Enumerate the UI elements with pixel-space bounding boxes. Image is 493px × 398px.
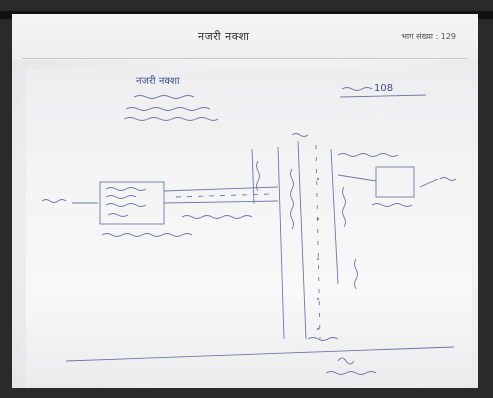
sketch-drawing [41, 87, 457, 375]
road-edge-top [163, 186, 279, 192]
road-label [181, 215, 253, 219]
page: नजरी नक्शा भाग संख्या : 129 नजरी नक्शा 1… [12, 14, 478, 388]
site-sketch: नजरी नक्शा 108 [26, 69, 472, 387]
plot-scribble [107, 213, 129, 217]
lane-scribble [290, 168, 294, 230]
lane-line [251, 148, 255, 205]
lane-line [297, 140, 307, 340]
plot-scribble [105, 203, 147, 207]
lane-line [315, 144, 321, 340]
lane-line [330, 148, 339, 285]
lane-scribble [354, 258, 358, 290]
plot-scribble [105, 187, 147, 191]
top-lane-label [291, 133, 309, 137]
lane-dot [316, 297, 320, 301]
plot-scribble [105, 195, 137, 199]
baseline-road [65, 346, 455, 362]
ref-underline [339, 94, 427, 98]
sketch-ref-number: 108 [374, 83, 394, 94]
road-divider [175, 193, 273, 198]
lane-line [277, 146, 285, 340]
sketch-title: नजरी नक्शा [136, 76, 180, 87]
plot-box [99, 181, 165, 225]
page-header: नजरी नक्शा भाग संख्या : 129 [12, 14, 478, 60]
subtitle-scribble [125, 107, 211, 111]
subtitle-scribble [123, 117, 219, 121]
lane-dot [316, 257, 320, 261]
page-title: नजरी नक्शा [198, 30, 250, 43]
bottom-mark [337, 357, 355, 365]
side-arrow [419, 178, 439, 188]
bottom-scribble [325, 371, 377, 375]
lane-dot [316, 327, 320, 331]
building-connector [337, 174, 377, 182]
left-arrow-label [41, 199, 67, 203]
road-edge-bottom [163, 200, 279, 204]
bottom-label [307, 337, 339, 341]
side-arrow-label [439, 177, 457, 181]
building-box [375, 166, 415, 198]
ref-scribble [341, 87, 373, 91]
subtitle-scribble [133, 95, 195, 99]
page-number: भाग संख्या : 129 [401, 32, 456, 41]
lane-dot [316, 177, 320, 181]
building-label [371, 203, 413, 207]
lane-scribble [256, 160, 260, 192]
top-right-scribble [337, 153, 399, 157]
lane-scribble [342, 186, 346, 228]
lane-dot [316, 217, 320, 221]
below-plot-scribble [101, 233, 193, 237]
header-divider [22, 58, 468, 59]
